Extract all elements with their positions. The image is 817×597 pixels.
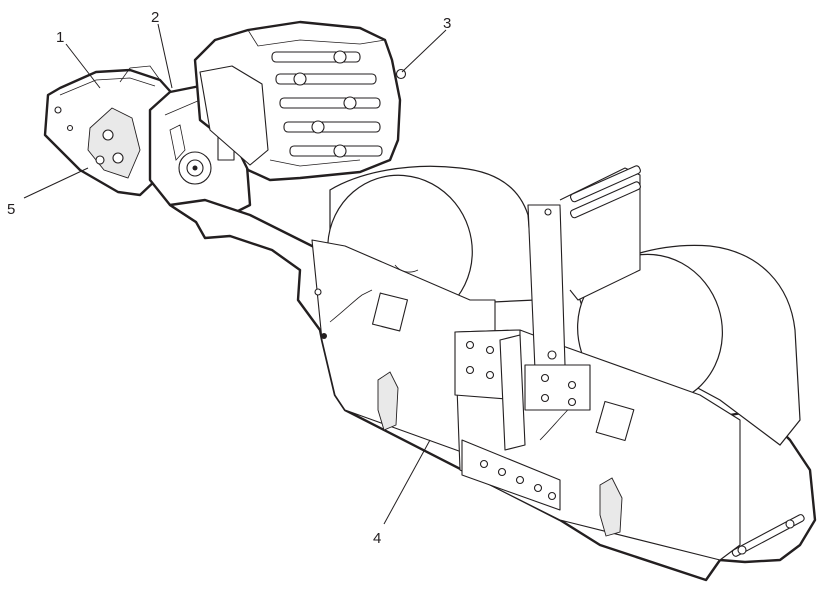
callout-2: 2 (151, 9, 159, 26)
roll-holder-rear (311, 239, 496, 456)
support-post (499, 165, 641, 451)
leader-3 (401, 29, 447, 73)
roller-shafts (271, 50, 383, 158)
callout-labels: 1 2 3 4 5 (7, 9, 451, 547)
leader-2 (157, 23, 173, 89)
lower-bracket (461, 439, 561, 511)
bottom-rod (731, 514, 805, 557)
callout-3: 3 (443, 15, 451, 32)
head-cover (199, 65, 269, 166)
roller-assembly (193, 20, 407, 182)
front-guide-slot (599, 477, 623, 537)
leader-1 (65, 43, 101, 89)
leader-4 (383, 439, 431, 525)
leader-lines (23, 23, 447, 525)
leader-5 (23, 167, 89, 199)
callout-5: 5 (7, 201, 15, 218)
callout-1: 1 (56, 29, 64, 46)
callout-4: 4 (373, 530, 381, 547)
rear-guide-slot (377, 371, 399, 431)
adjust-screw (395, 68, 407, 80)
